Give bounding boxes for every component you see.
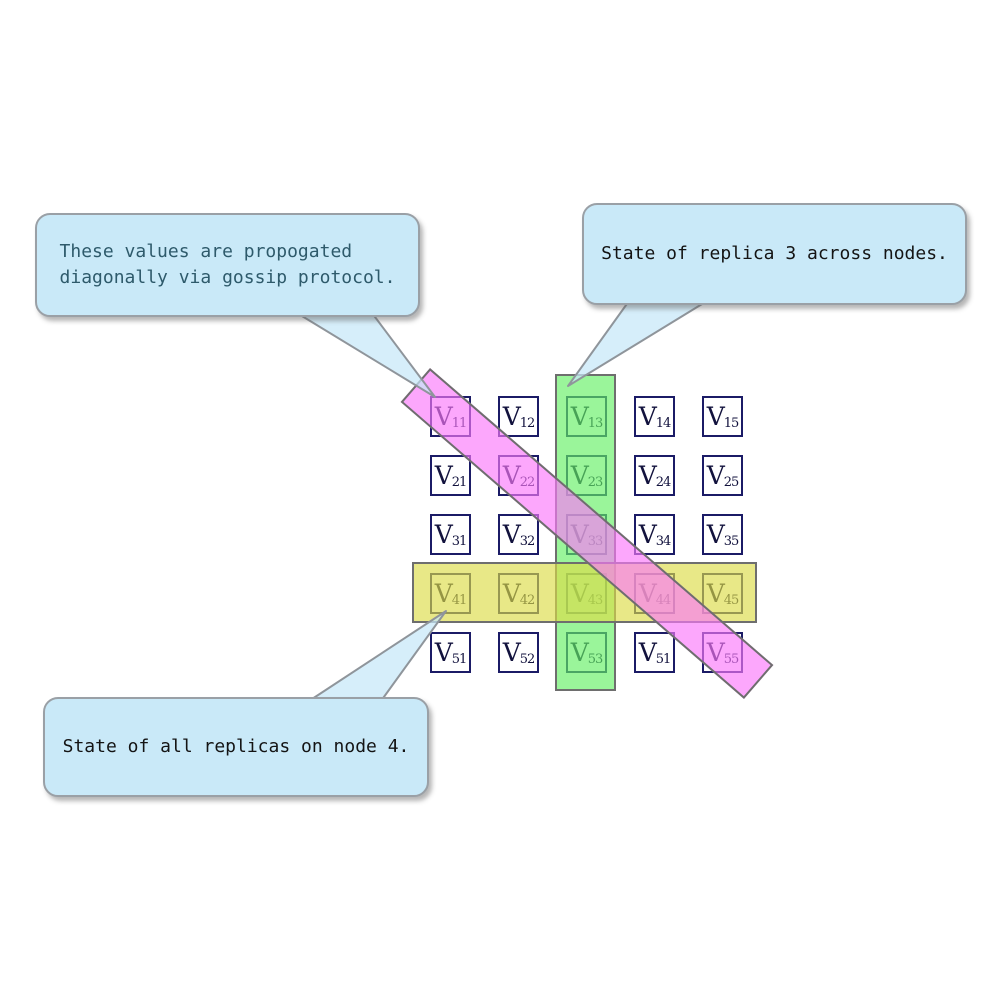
cell-subscript: 31 (451, 534, 468, 549)
cell-subscript: 21 (451, 475, 468, 490)
cell-subscript: 25 (723, 475, 740, 490)
cell-base: V (434, 461, 453, 490)
cell-base: V (502, 638, 521, 667)
cell-subscript: 15 (723, 416, 740, 431)
replica-callout-bubble: State of replica 3 across nodes. (582, 203, 967, 305)
cell-base: V (502, 520, 521, 549)
cell-subscript: 24 (655, 475, 672, 490)
cell-subscript: 14 (655, 416, 672, 431)
cell-base: V (638, 461, 657, 490)
cell-base: V (706, 461, 725, 490)
node-callout-text: State of all replicas on node 4. (63, 734, 410, 760)
cell-base: V (638, 520, 657, 549)
node-callout-bubble: State of all replicas on node 4. (43, 697, 429, 797)
cell-subscript: 32 (519, 534, 536, 549)
replica-callout-text: State of replica 3 across nodes. (601, 241, 948, 267)
callout-line: diagonally via gossip protocol. (59, 267, 396, 288)
gossip-callout-text: These values are propogated diagonally v… (60, 239, 396, 291)
cell-base: V (706, 402, 725, 431)
cell-subscript: 35 (723, 534, 740, 549)
cell-subscript: 51 (655, 652, 672, 667)
cell-base: V (638, 402, 657, 431)
node-callout-tail (308, 610, 447, 702)
callout-line: These values are propogated (59, 241, 353, 262)
cell-base: V (434, 638, 453, 667)
callout-line: State of all replicas on node 4. (62, 736, 410, 757)
cell-base: V (502, 402, 521, 431)
cell-subscript: 51 (451, 652, 468, 667)
cell-subscript: 34 (655, 534, 672, 549)
gossip-callout-bubble: These values are propogated diagonally v… (35, 213, 420, 317)
cell-base: V (434, 520, 453, 549)
cell-subscript: 12 (519, 416, 536, 431)
cell-subscript: 52 (519, 652, 536, 667)
cell-base: V (638, 638, 657, 667)
callout-line: State of replica 3 across nodes. (601, 243, 948, 264)
cell-base: V (706, 520, 725, 549)
